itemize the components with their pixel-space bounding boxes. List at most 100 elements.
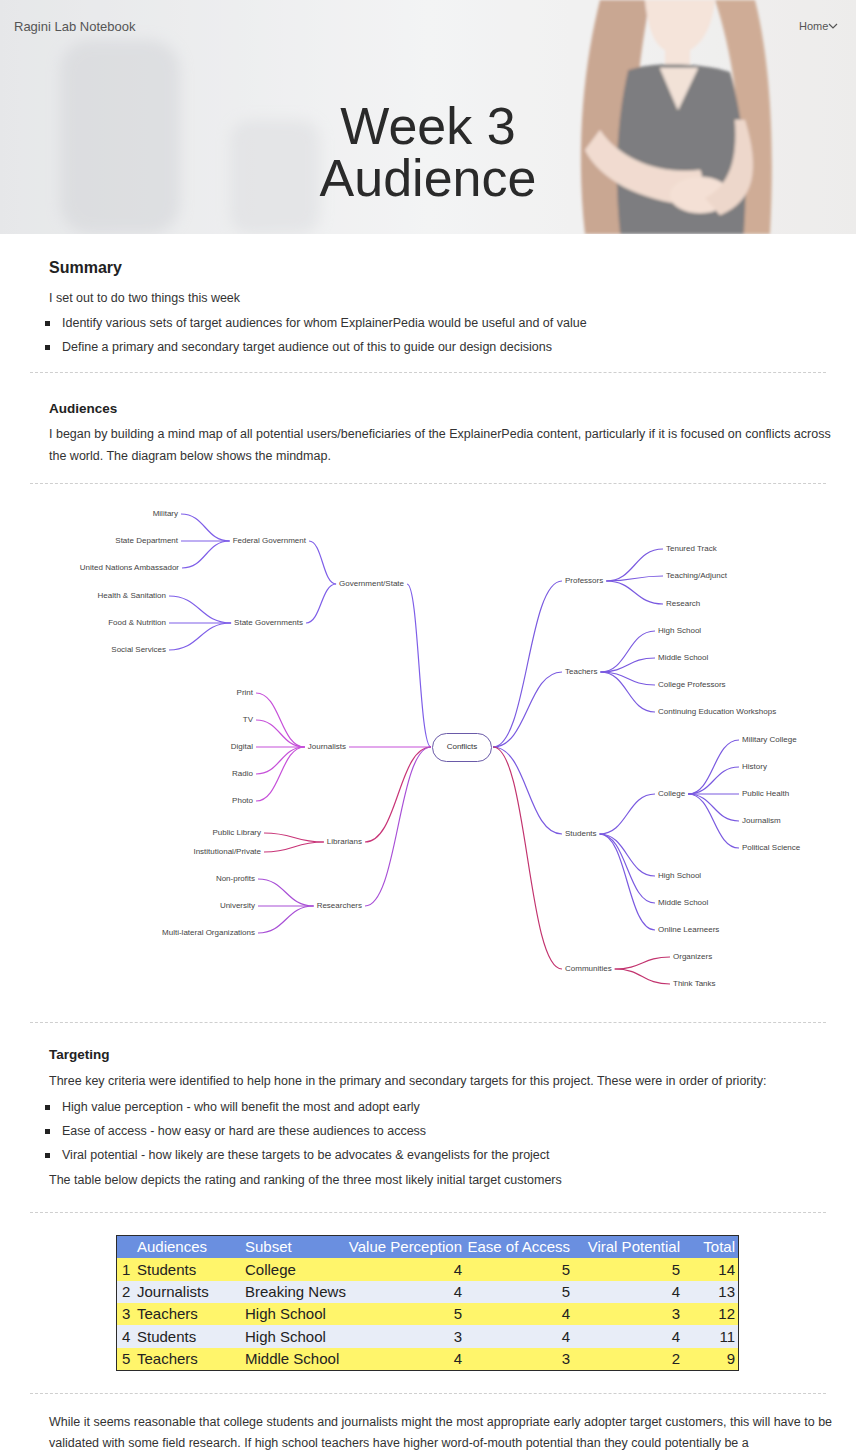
node-text: Non-profits: [216, 874, 255, 883]
table-cell: 5: [672, 1261, 680, 1278]
node-text: University: [220, 901, 255, 910]
node-text: College: [658, 789, 685, 798]
table-cell: 4: [672, 1328, 680, 1345]
mindmap-node: Research: [664, 598, 702, 610]
site-name-box: Ragini Lab Notebook: [14, 18, 135, 36]
table-cell-box: 5: [122, 1348, 130, 1370]
node-text: Military: [153, 509, 178, 518]
node-text: Think Tanks: [673, 979, 716, 988]
table-cell: 2: [672, 1350, 680, 1367]
table-header-cell: Total: [703, 1238, 735, 1255]
node-text: Tenured Track: [666, 544, 717, 553]
table-cell-box: 4: [262, 1258, 462, 1281]
bullet-text: Identify various sets of target audience…: [62, 316, 587, 330]
section-heading-box: Audiences: [49, 399, 117, 419]
table-cell-box: College: [245, 1258, 296, 1281]
table-cell: Students: [137, 1328, 196, 1345]
hub-node: Conflicts: [432, 733, 492, 762]
node-text: Researchers: [317, 901, 362, 910]
table-cell-box: 3: [262, 1325, 462, 1348]
table-cell-box: 13: [535, 1281, 735, 1303]
separator: [30, 1212, 826, 1213]
section-heading: Summary: [49, 259, 122, 276]
table-cell: 3: [672, 1305, 680, 1322]
table-header-cell: Value Perception: [349, 1238, 462, 1255]
mindmap-node: Public Health: [740, 788, 791, 800]
mindmap-node: Continuing Education Workshops: [656, 706, 778, 718]
table-cell: 4: [454, 1261, 462, 1278]
table-header-cell-box: Total: [535, 1236, 735, 1258]
node-text: Social Services: [111, 645, 166, 654]
table-cell-box: 4: [370, 1325, 570, 1348]
mindmap-node: Journalists: [306, 741, 348, 753]
mindmap-branch: [256, 693, 305, 747]
node-text: Public Library: [213, 828, 261, 837]
page-title: Week 3 Audience: [293, 100, 563, 204]
table-header-cell: Viral Potential: [588, 1238, 680, 1255]
table-cell: 1: [122, 1261, 130, 1278]
table-header-cell-box: Value Perception: [262, 1236, 462, 1258]
table-cell-box: Students: [137, 1258, 196, 1281]
table-cell-box: 2: [122, 1281, 130, 1303]
node-text: Professors: [565, 576, 603, 585]
table-cell: 4: [454, 1350, 462, 1367]
table-cell-box: 9: [535, 1348, 735, 1370]
node-text: TV: [243, 715, 253, 724]
mindmap-branch: [264, 842, 324, 852]
mindmap-branch: [309, 541, 336, 584]
node-text: Radio: [232, 769, 253, 778]
mindmap-branch: [600, 794, 655, 834]
mindmap-branch: [264, 833, 324, 842]
mindmap-branch: [615, 957, 670, 969]
table-cell: Breaking News: [245, 1283, 346, 1300]
table-cell-box: Breaking News: [245, 1281, 346, 1303]
mindmap-node: United Nations Ambassador: [78, 562, 181, 574]
node-text: Communities: [565, 964, 612, 973]
mindmap-branch: [688, 794, 739, 848]
table-cell: 3: [122, 1305, 130, 1322]
mindmap-node: Digital: [229, 741, 255, 753]
mindmap-branch: [493, 581, 562, 747]
body-text-box: The table below depicts the rating and r…: [49, 1169, 849, 1191]
mindmap-node: Political Science: [740, 842, 802, 854]
mindmap-node: Print: [235, 687, 255, 699]
node-text: Middle School: [658, 653, 708, 662]
node-text: State Governments: [234, 618, 303, 627]
bullet-text-box: High value perception - who will benefit…: [62, 1096, 849, 1118]
section-heading: Audiences: [49, 401, 117, 416]
table-cell: Middle School: [245, 1350, 339, 1367]
mindmap-node: Online Learneers: [656, 924, 721, 936]
node-text: Print: [237, 688, 253, 697]
bullet-mark: [45, 1105, 50, 1110]
table-cell-box: 4: [122, 1325, 130, 1348]
mindmap-node: State Governments: [232, 617, 305, 629]
node-text: Federal Government: [233, 536, 306, 545]
bullet-text-box: Viral potential - how likely are these t…: [62, 1144, 849, 1166]
table-cell-box: 5: [370, 1258, 570, 1281]
separator: [30, 372, 826, 373]
node-text: Research: [666, 599, 700, 608]
mindmap-branch: [258, 906, 314, 933]
node-text: Journalism: [742, 816, 781, 825]
body-text-box: I set out to do two things this week: [49, 287, 849, 309]
node-text: Online Learneers: [658, 925, 719, 934]
node-text: High School: [658, 871, 701, 880]
table-border: [116, 1235, 739, 1371]
section-heading-box: Summary: [49, 258, 122, 278]
table-cell: 13: [718, 1283, 735, 1300]
table-cell: 2: [122, 1283, 130, 1300]
separator: [30, 1022, 826, 1023]
table-cell-box: 3: [122, 1303, 130, 1325]
nav-link: Home: [799, 20, 828, 32]
table-cell-box: 3: [480, 1303, 680, 1325]
table-cell: 14: [718, 1261, 735, 1278]
bullet-text: High value perception - who will benefit…: [62, 1100, 420, 1114]
mindmap-branch: [256, 747, 305, 801]
mindmap-branch: [256, 720, 305, 747]
bullet-mark: [45, 1129, 50, 1134]
mindmap-node: College: [656, 788, 687, 800]
table-header-cell: Audiences: [137, 1238, 207, 1255]
mindmap-branch: [365, 747, 431, 906]
body-text: While it seems reasonable that college s…: [49, 1415, 832, 1450]
